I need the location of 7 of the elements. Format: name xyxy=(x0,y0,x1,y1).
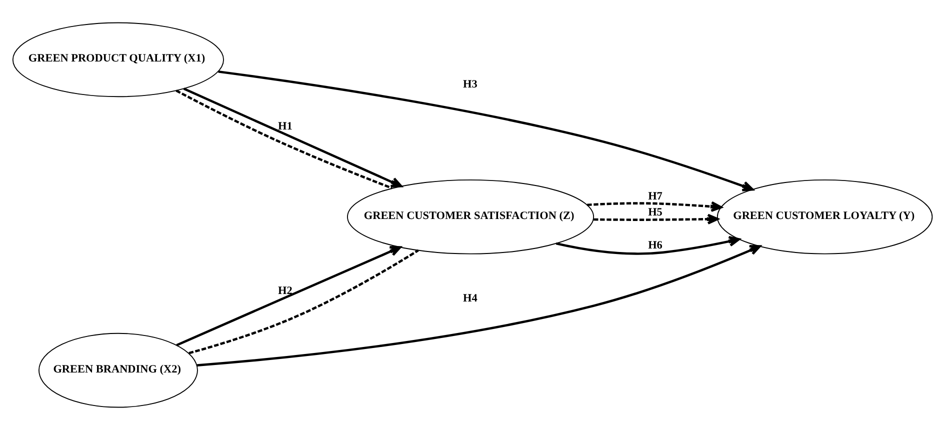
edge-label: H4 xyxy=(463,292,478,305)
edge-label: H1 xyxy=(278,120,292,132)
edge-label: H5 xyxy=(648,206,662,219)
edge-label: H3 xyxy=(463,78,478,90)
edge-label: H7 xyxy=(648,190,662,203)
edge-label: H2 xyxy=(278,285,292,298)
edge-label: H6 xyxy=(648,239,662,252)
